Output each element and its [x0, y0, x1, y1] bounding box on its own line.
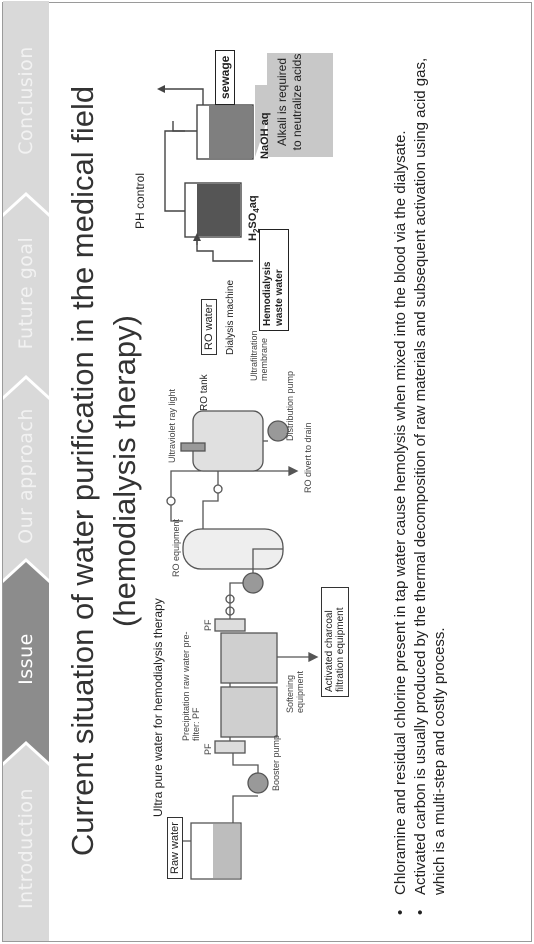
uv-lamp — [180, 442, 206, 452]
callout-shape — [255, 53, 333, 157]
nav-step-issue[interactable]: Issue — [15, 633, 37, 685]
precipitation-label: Precipitation raw water pre-filter: PF — [181, 631, 201, 741]
pipe-waste-to-acid — [196, 241, 253, 262]
distribution-pump-label: Distribution pump — [285, 370, 295, 441]
ro-pump — [242, 572, 264, 594]
pf-2-label: PF — [203, 619, 213, 631]
ro-divert-label: RO divert to drain — [303, 422, 313, 493]
nav-chevron-conclusion — [3, 1, 49, 213]
ro-tank-label: RO tank — [199, 374, 210, 411]
alkali-fill — [209, 106, 252, 158]
water-system-diagram — [166, 410, 319, 880]
nav-step-conclusion[interactable]: Conclusion — [15, 46, 37, 155]
nav-step-introduction[interactable]: Introduction — [15, 787, 37, 910]
nav-step-future-goal[interactable]: Future goal — [15, 236, 37, 350]
nav-chevron-approach — [3, 379, 49, 579]
nav-chevron-issue — [3, 562, 49, 762]
booster-pump — [247, 772, 269, 794]
softening-label: Softening equipment — [285, 670, 305, 713]
acid-label: H2SO4aq — [247, 195, 262, 241]
bullet-item-2: Activated carbon is usually produced by … — [411, 17, 450, 917]
activated-charcoal-box: Activated charcoal filtration equipment — [321, 587, 349, 697]
distribution-pump — [267, 420, 289, 442]
hemodialysis-waste-box: Hemodialysis waste water — [259, 229, 289, 331]
precipitation-filter — [220, 632, 278, 684]
softening-equipment — [220, 686, 278, 738]
callout-text: Alkali is required to neutralize acids — [275, 53, 304, 151]
nav-chevrons — [3, 1, 49, 941]
raw-water-level — [213, 824, 240, 878]
ro-equipment-label: RO equipment — [171, 518, 181, 577]
ro-divert-pipe — [170, 470, 293, 522]
sewage-box: sewage — [215, 49, 235, 105]
booster-pump-label: Booster pump — [271, 734, 281, 791]
acid-fill — [197, 184, 240, 236]
nav-chevron-future — [3, 196, 49, 396]
raw-water-label: Raw water — [167, 817, 183, 879]
pipe-acid-to-alkali — [164, 130, 185, 212]
pf-1-label: PF — [203, 743, 213, 755]
pf-filter-2 — [214, 618, 246, 632]
bullet-item-1: Chloramine and residual chlorine present… — [391, 17, 411, 917]
nav-step-our-approach[interactable]: Our approach — [15, 408, 37, 544]
pf-filter-1 — [214, 740, 246, 754]
pipe-to-sewage — [172, 121, 197, 132]
ro-tank — [192, 410, 264, 472]
ph-control-diagram — [157, 53, 333, 262]
bullet-list: Chloramine and residual chlorine present… — [391, 17, 450, 917]
progress-navigation: Introduction Issue Our approach Future g… — [3, 1, 49, 941]
pipe-tank-to-pump — [232, 795, 258, 823]
alkali-label: NaOH aq — [259, 112, 271, 159]
nav-chevron-introduction — [3, 745, 49, 941]
pipe-pump-to-pf — [232, 753, 259, 773]
ultraviolet-label: Ultraviolet ray light — [167, 388, 177, 463]
